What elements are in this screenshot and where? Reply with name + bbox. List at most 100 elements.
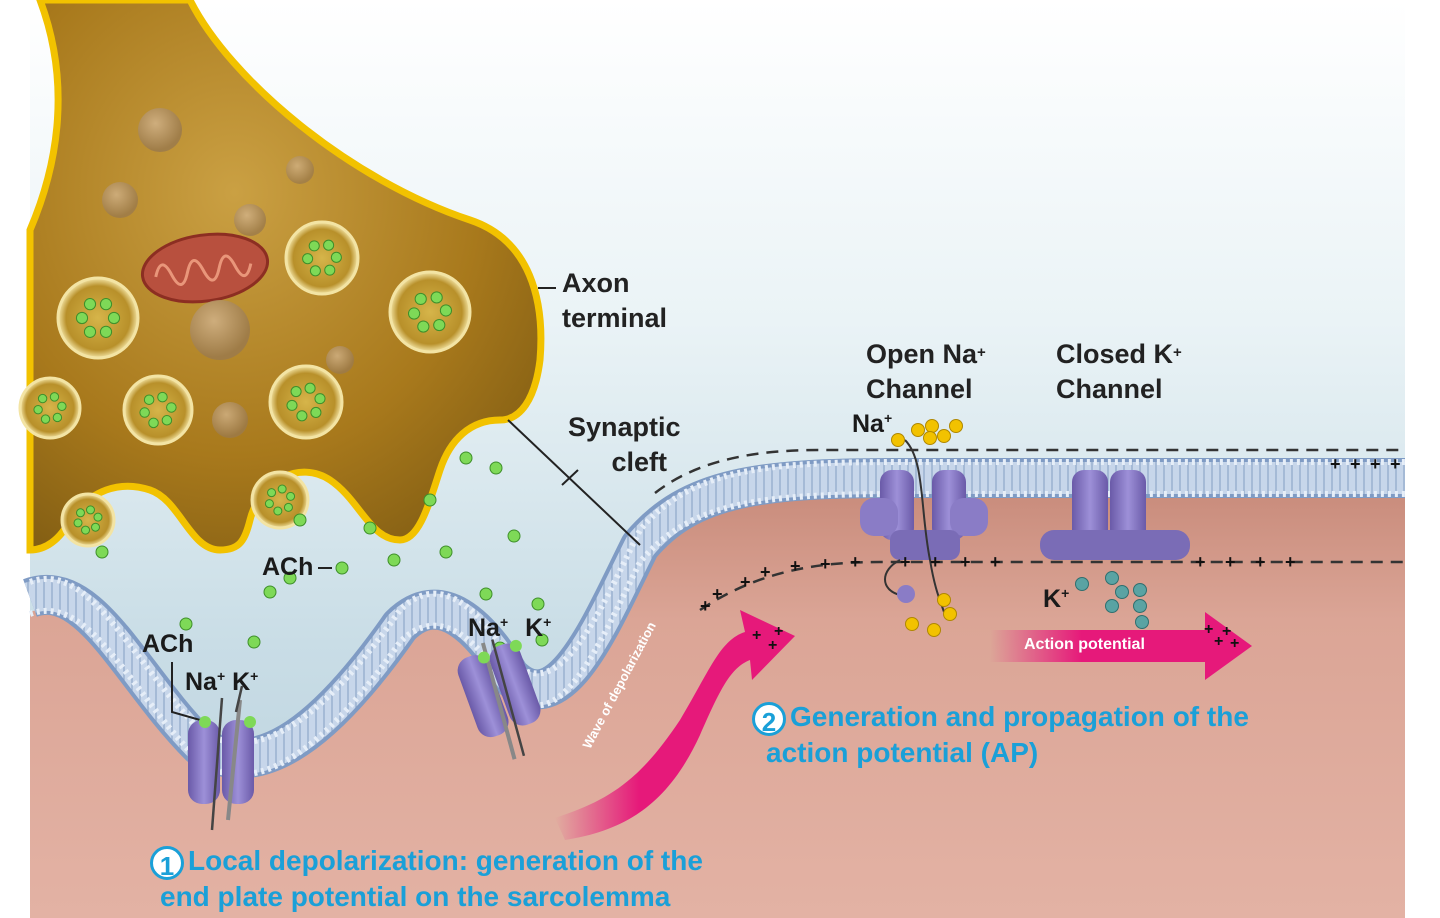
plus-charge: + xyxy=(752,627,761,644)
synaptic-vesicle xyxy=(18,376,82,440)
plus-charge: + xyxy=(930,552,941,572)
open-na-channel-label: Open Na+ Channel xyxy=(866,339,986,404)
plus-charge: + xyxy=(900,552,911,572)
plus-charge: + xyxy=(712,584,723,604)
na-ion xyxy=(937,429,951,443)
ach-molecule xyxy=(531,597,545,611)
plus-charge: + xyxy=(774,623,783,640)
ach-receptor-channel-2 xyxy=(457,639,541,760)
closed-k-channel-label: Closed K+ Channel xyxy=(1056,339,1182,404)
plus-charge: + xyxy=(1225,552,1236,572)
synaptic-vesicle xyxy=(250,470,310,530)
ach-label-upper: ACh xyxy=(262,553,314,581)
ach-molecule xyxy=(283,571,297,585)
plus-charge: + xyxy=(1255,552,1266,572)
cytoplasm-granules xyxy=(102,108,354,438)
ach-molecule xyxy=(387,553,401,567)
k-ion xyxy=(1135,615,1149,629)
na-ion xyxy=(911,423,925,437)
plus-charge: + xyxy=(1195,552,1206,572)
ach-molecule xyxy=(363,521,377,535)
ach-molecule xyxy=(95,545,109,559)
k-ion-label-lower: K+ xyxy=(1043,585,1070,613)
ach-molecule xyxy=(507,529,521,543)
synaptic-vesicle xyxy=(388,270,472,354)
k-ion xyxy=(1133,583,1147,597)
na-ion xyxy=(923,431,937,445)
plus-charge: + xyxy=(1214,633,1223,650)
ach-molecule xyxy=(423,493,437,507)
ach-molecule xyxy=(489,461,503,475)
k-ions xyxy=(1075,571,1149,629)
closed-k-channel xyxy=(1040,470,1190,560)
plus-charge: + xyxy=(820,554,831,574)
synaptic-cleft-label: Synaptic cleft xyxy=(568,412,681,477)
k-ion xyxy=(1105,571,1119,585)
ach-molecule xyxy=(479,587,493,601)
plus-charge: + xyxy=(1204,621,1213,638)
plus-charge: + xyxy=(1222,623,1231,640)
released-ach-molecules xyxy=(95,451,549,655)
synaptic-vesicle xyxy=(284,220,360,296)
leader-lines xyxy=(171,287,641,721)
step-1-badge: 1 xyxy=(150,845,184,881)
plus-charge: + xyxy=(740,572,751,592)
k-ion xyxy=(1115,585,1129,599)
ach-molecule xyxy=(335,561,349,575)
ach-molecule xyxy=(293,513,307,527)
plus-charge: + xyxy=(1230,635,1239,652)
k-ion xyxy=(1133,599,1147,613)
plus-charge: + xyxy=(1285,552,1296,572)
plus-charge: + xyxy=(850,552,861,572)
plus-charge: + xyxy=(1330,454,1341,474)
sarcolemma-membrane-inner xyxy=(24,462,1405,775)
plus-charge: + xyxy=(1370,454,1381,474)
plus-charge: + xyxy=(1390,454,1401,474)
wave-of-depolarization-arrow xyxy=(555,610,795,840)
membrane-charges: ++++++++++++++++++++++++++ xyxy=(700,454,1401,654)
mitochondrion xyxy=(140,232,270,304)
plus-charge: + xyxy=(768,637,777,654)
na-ion-label-top: Na+ xyxy=(852,410,893,438)
ach-molecule xyxy=(263,585,277,599)
k-ion xyxy=(1105,599,1119,613)
sarcolemma-head-bottom xyxy=(28,491,1405,778)
ach-molecule xyxy=(535,633,549,647)
ach-molecule xyxy=(247,635,261,649)
ach-molecule xyxy=(179,617,193,631)
charge-line-outer xyxy=(654,448,1405,494)
ach-label-lower: ACh xyxy=(142,630,194,658)
na-ion xyxy=(949,419,963,433)
charge-line-inner xyxy=(699,560,1405,612)
na-ion xyxy=(891,433,905,447)
ach-molecule xyxy=(439,545,453,559)
na-ions xyxy=(891,419,963,637)
synaptic-vesicle xyxy=(268,364,344,440)
ach-molecule xyxy=(459,451,473,465)
na-ion xyxy=(927,623,941,637)
action-potential-arrow xyxy=(990,612,1252,680)
synaptic-vesicle xyxy=(122,374,194,446)
na-k-label-channel-2: Na+ K+ xyxy=(468,614,552,642)
plus-charge: + xyxy=(700,596,711,616)
synaptic-vesicle xyxy=(60,492,116,548)
action-potential-arrow-label: Action potential xyxy=(1024,636,1145,653)
synaptic-vesicles xyxy=(18,220,472,548)
plus-charge: + xyxy=(990,552,1001,572)
plus-charge: + xyxy=(960,552,971,572)
synaptic-vesicle xyxy=(56,276,140,360)
plus-charge: + xyxy=(1350,454,1361,474)
na-ion xyxy=(937,593,951,607)
sarcolemma-head-top xyxy=(28,459,1405,746)
axon-terminal-label: Axon terminal xyxy=(562,268,668,333)
muscle-fiber xyxy=(30,492,1405,918)
na-ion xyxy=(925,419,939,433)
step-2-badge: 2 xyxy=(752,701,786,737)
na-ion xyxy=(905,617,919,631)
k-ion xyxy=(1075,577,1089,591)
ach-receptor-channel-1 xyxy=(188,685,256,831)
na-k-label-channel-1: Na+ K+ xyxy=(185,668,259,696)
